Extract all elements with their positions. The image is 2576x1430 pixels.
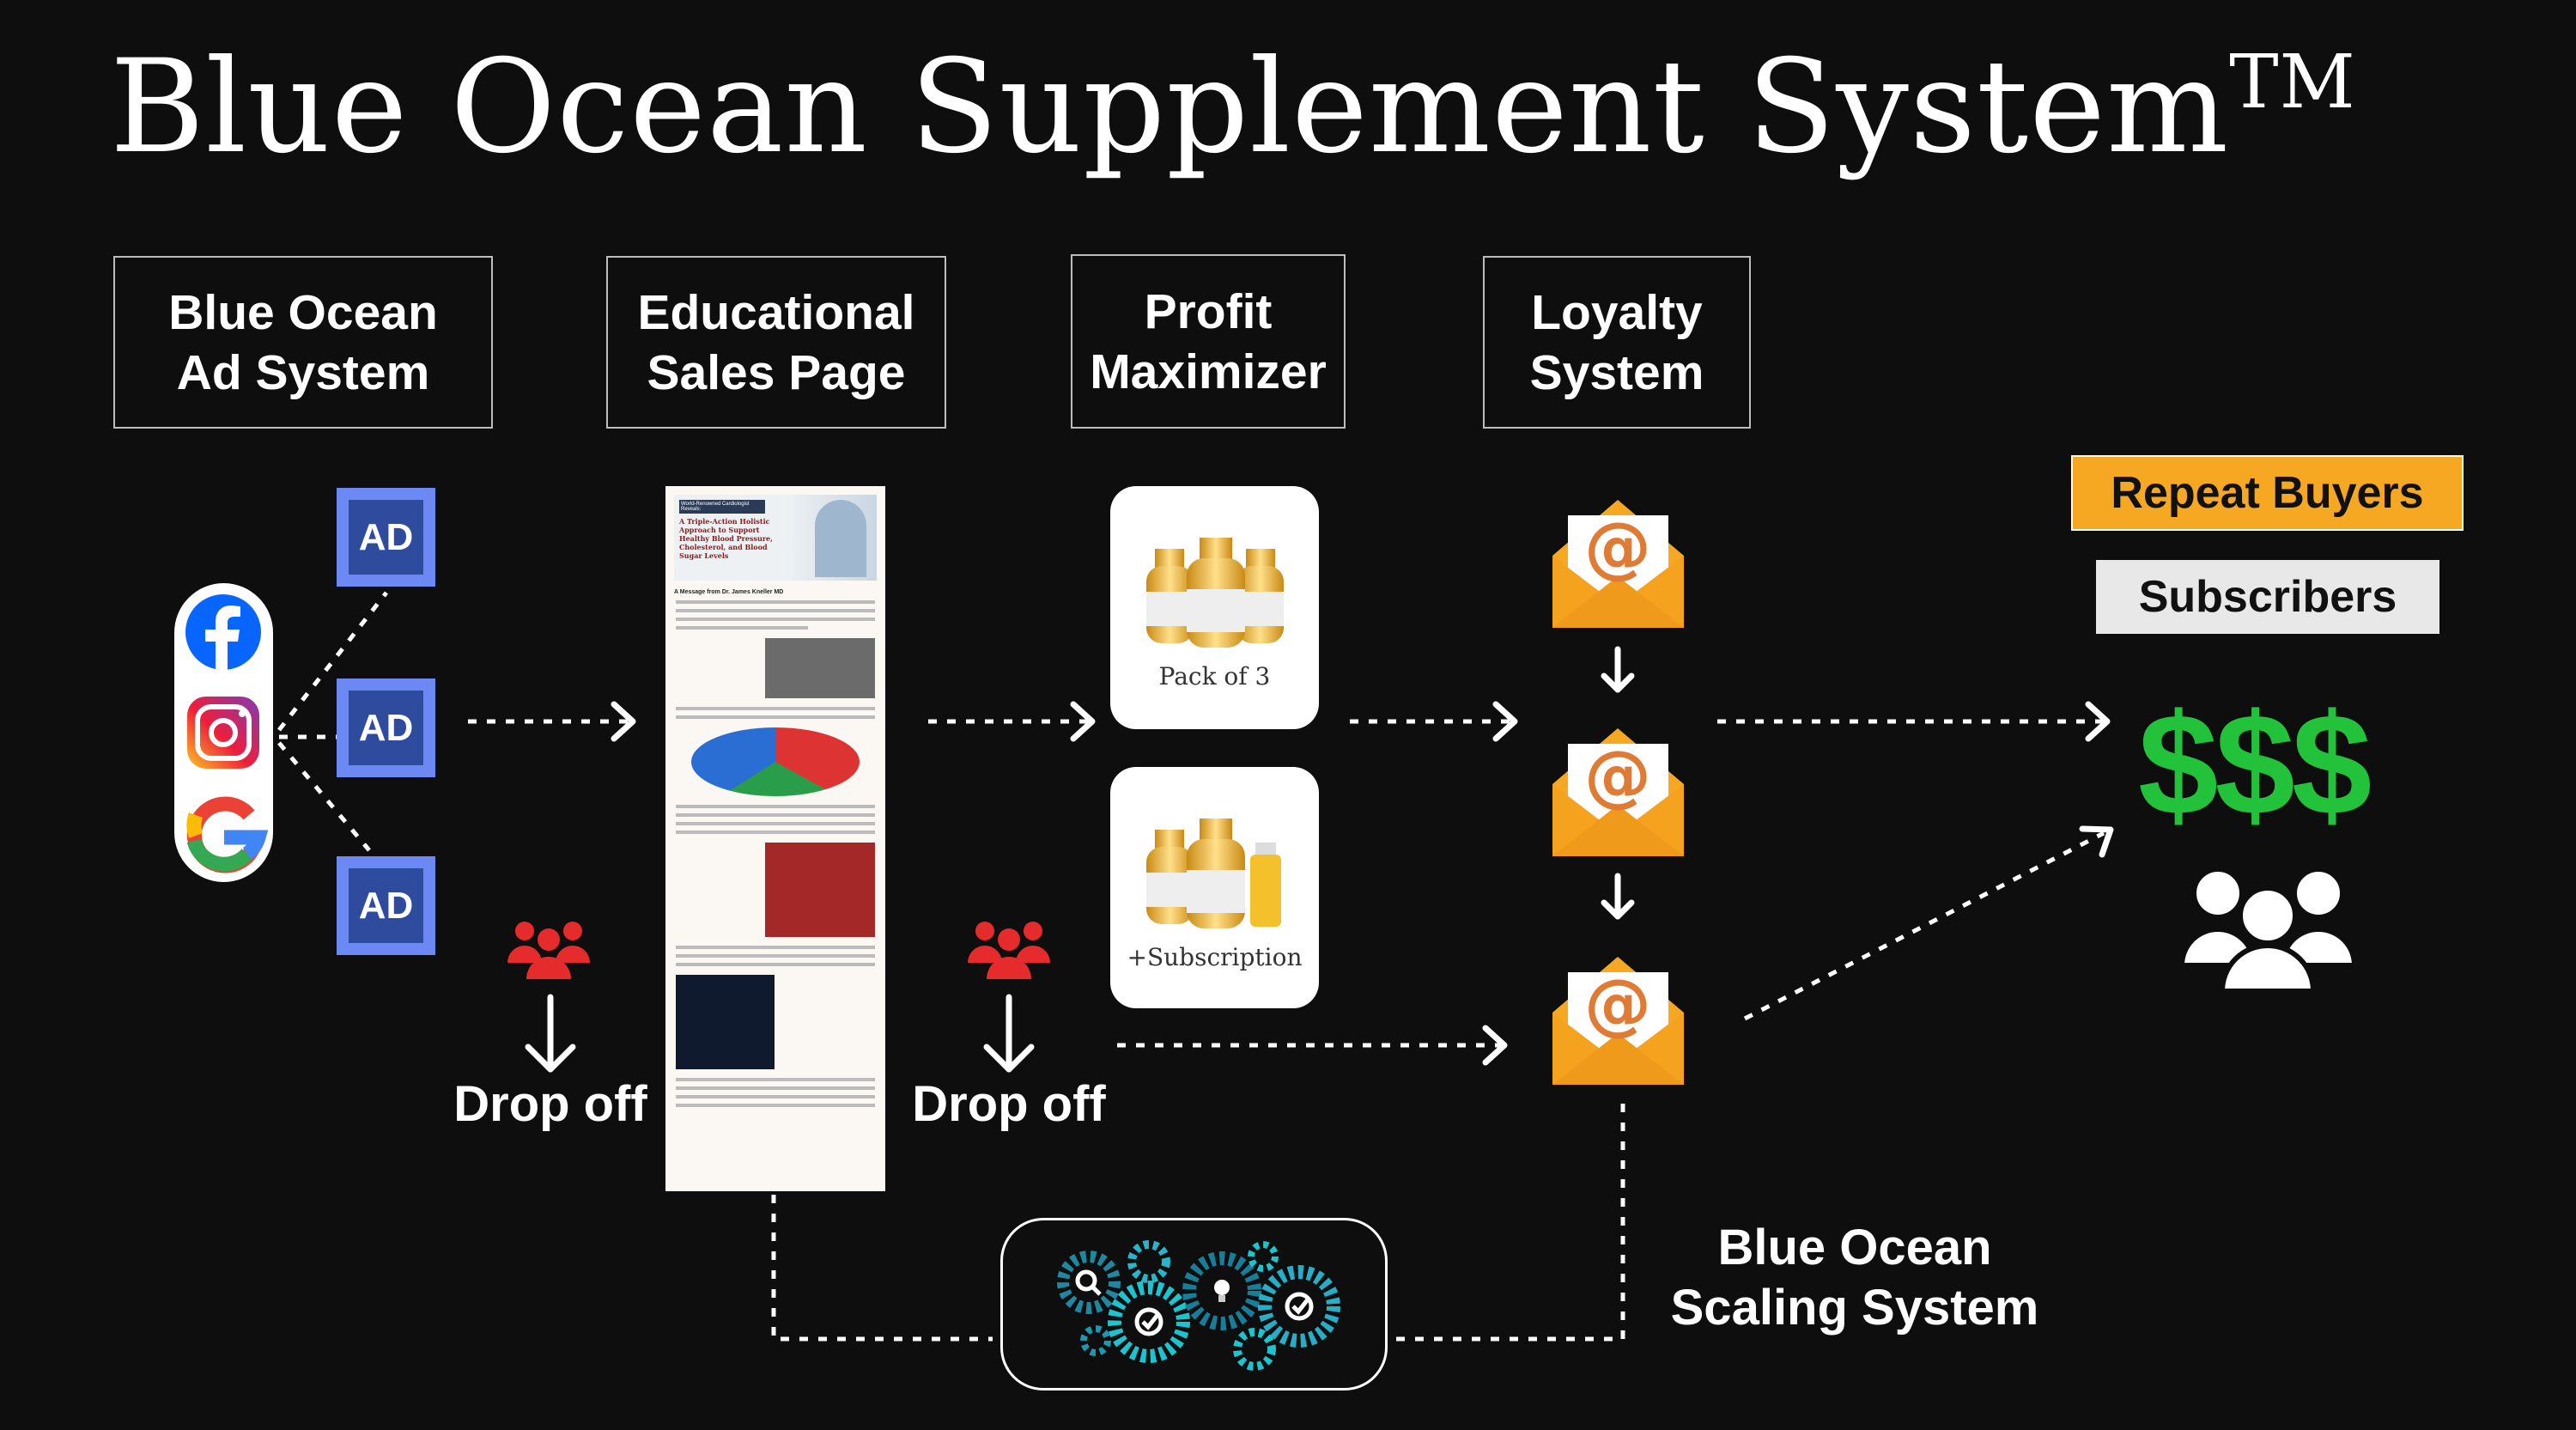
customers-icon — [2179, 867, 2357, 991]
people-red-icon — [507, 922, 590, 979]
svg-text:@: @ — [1584, 966, 1651, 1044]
arrowhead — [983, 1044, 1035, 1073]
sales-page-preview: World-Renowned Cardiologist Reveals: A T… — [665, 486, 885, 1191]
arrowhead — [2079, 825, 2114, 858]
scaling-system-gears — [1000, 1218, 1388, 1390]
money-symbol: $$$ — [2138, 684, 2372, 845]
arrowhead — [1601, 672, 1635, 693]
social-platforms — [174, 583, 273, 882]
google-icon — [186, 796, 269, 873]
arrowhead — [2085, 701, 2111, 742]
bottle-subscription-icon — [1145, 818, 1281, 928]
offer-card-subscription: +Subscription — [1110, 767, 1319, 1008]
hero-banner: World-Renowned Cardiologist Reveals: A T… — [674, 495, 877, 581]
repeat-buyers-label: Repeat Buyers — [2071, 455, 2464, 531]
email-envelope-icon: @ — [1552, 728, 1684, 856]
email-envelope-icon: @ — [1552, 957, 1684, 1085]
bottles-icon — [1145, 538, 1284, 648]
hero-badge: World-Renowned Cardiologist Reveals: — [679, 500, 765, 514]
doctor-image — [815, 500, 866, 577]
connector-scaling-loyalty — [1396, 1101, 1625, 1342]
ad-block-3: AD — [337, 856, 435, 955]
svg-text:@: @ — [1584, 509, 1651, 587]
drop-off-label: Drop off — [453, 1076, 647, 1132]
connector-social-ad3 — [277, 741, 371, 852]
sales-byline: A Message from Dr. James Kneller MD — [674, 589, 784, 595]
arrowhead — [1601, 899, 1635, 920]
ad-block-1: AD — [337, 488, 435, 587]
svg-text:@: @ — [1584, 738, 1651, 815]
arrowhead — [525, 1044, 576, 1073]
subscribers-label: Subscribers — [2096, 560, 2439, 634]
stage-loyalty-system: Loyalty System — [1483, 256, 1751, 429]
arrowhead — [1492, 701, 1518, 742]
connector-sales-scaling — [771, 1195, 993, 1342]
drop-off-label: Drop off — [912, 1076, 1106, 1132]
connector-loyalty-diagonal — [1743, 831, 2105, 1021]
stage-ad-system: Blue Ocean Ad System — [113, 256, 493, 429]
email-envelope-icon: @ — [1552, 500, 1684, 628]
stage-profit-maximizer: Profit Maximizer — [1071, 254, 1346, 429]
hero-headline: A Triple-Action Holistic Approach to Sup… — [679, 517, 773, 560]
people-red-icon — [968, 922, 1050, 979]
arrowhead — [1482, 1025, 1508, 1066]
check-icon — [1134, 1307, 1163, 1336]
offer-label: Pack of 3 — [1158, 662, 1271, 691]
trademark: TM — [2229, 40, 2356, 125]
gears-icon — [1057, 1240, 1340, 1371]
scaling-system-label: Blue Ocean Scaling System — [1670, 1220, 2039, 1336]
lightbulb-icon — [1214, 1280, 1230, 1302]
body-text — [665, 600, 885, 1107]
ad-block-2: AD — [337, 678, 435, 777]
stage-sales-page: Educational Sales Page — [606, 256, 946, 429]
title-text: Blue Ocean Supplement System — [110, 33, 2230, 182]
search-icon — [1075, 1269, 1097, 1292]
arrowhead — [1070, 701, 1096, 742]
offer-label: +Subscription — [1127, 943, 1303, 971]
instagram-icon — [187, 697, 259, 769]
check-icon — [1285, 1292, 1314, 1321]
facebook-icon — [185, 594, 261, 670]
arrowhead — [611, 701, 636, 742]
offer-card-pack-of-3: Pack of 3 — [1110, 486, 1319, 729]
page-title: Blue Ocean Supplement SystemTM — [110, 33, 2356, 182]
